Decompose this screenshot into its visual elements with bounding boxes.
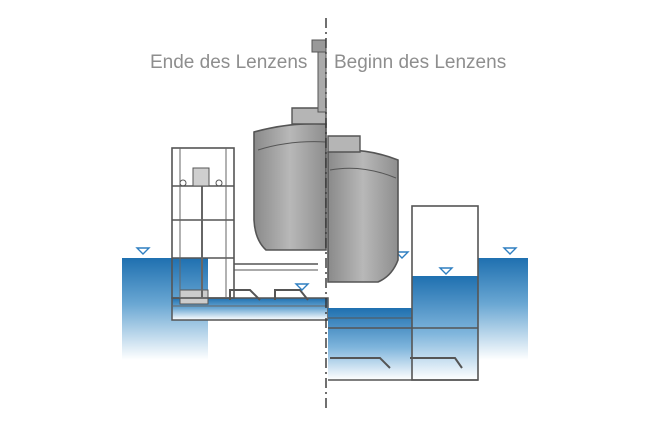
waterline-marker-icon (394, 251, 410, 259)
mast (317, 51, 327, 113)
right-caption: Beginn des Lenzens (334, 52, 507, 73)
sea-water-right (478, 258, 528, 360)
waterline-marker-icon (294, 283, 310, 291)
pump-icon (179, 289, 209, 305)
ship-hull-right (327, 149, 399, 283)
left-caption: Ende des Lenzens (150, 52, 308, 73)
ship-hull-left (253, 122, 327, 251)
dock-right-half (327, 135, 518, 381)
motor-icon (192, 167, 210, 187)
waterline-marker-icon (135, 247, 151, 255)
waterline-marker-icon (502, 247, 518, 255)
waterline-marker-icon (438, 267, 454, 275)
mast-top (311, 39, 327, 53)
